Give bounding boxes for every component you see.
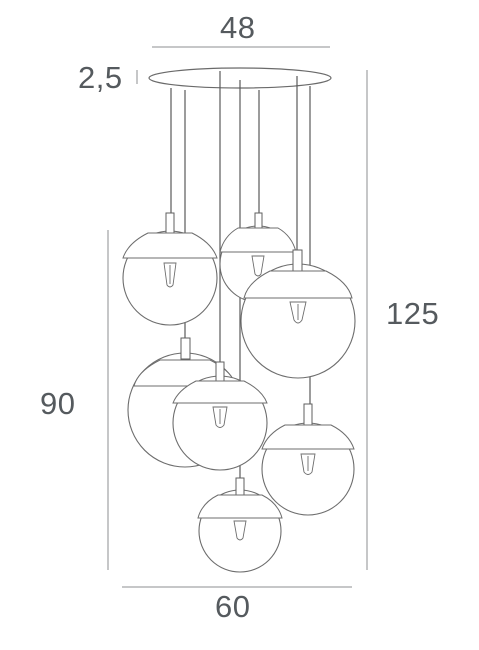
globe-pendant-5 bbox=[172, 361, 268, 471]
total-height-label: 125 bbox=[386, 296, 440, 331]
top-width-label: 48 bbox=[220, 10, 256, 45]
globe-pendant-7 bbox=[197, 477, 283, 573]
bottom-width-label: 60 bbox=[215, 589, 251, 624]
globe-pendant-3 bbox=[240, 249, 356, 379]
globe-pendant-1 bbox=[122, 212, 218, 326]
canopy-thickness-label: 2,5 bbox=[78, 60, 123, 95]
globe-pendant-6 bbox=[261, 403, 355, 516]
drop-height-label: 90 bbox=[40, 386, 76, 421]
